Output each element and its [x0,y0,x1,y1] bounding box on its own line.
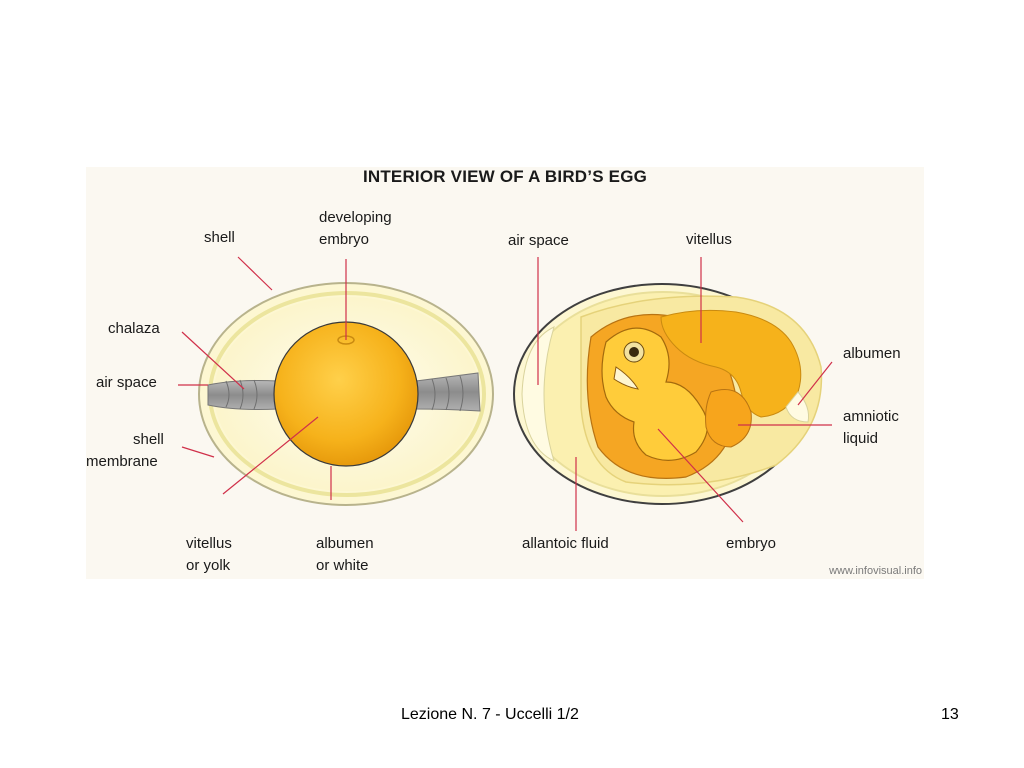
slide-number: 13 [941,706,959,723]
pointer-lines [178,256,833,531]
label-allantoic-fluid: allantoic fluid [522,535,609,552]
label-right-air-space: air space [508,232,569,249]
label-albumen-white-2: or white [316,557,369,574]
label-left-air-space: air space [96,374,157,391]
left-chalaza-right [415,372,481,412]
chalaza-twists [225,375,464,412]
label-vitellus: vitellus [686,231,732,248]
label-shell-membrane-1: shell [133,431,164,448]
label-amniotic-liquid-2: liquid [843,430,879,447]
label-shell-membrane-2: membrane [86,453,158,470]
right-air-space [521,326,555,462]
label-embryo: embryo [726,535,777,552]
right-egg [513,283,823,505]
label-shell: shell [204,229,235,246]
label-developing-embryo-2: embryo [319,231,370,248]
label-vitellus-yolk-2: or yolk [186,557,231,574]
embryo-beak [613,366,639,390]
right-vitellus [660,309,802,418]
label-albumen-white-1: albumen [316,535,374,552]
source-credit: www.infovisual.info [829,565,922,577]
figure-title: INTERIOR VIEW OF A BIRD’S EGG [362,167,648,186]
label-albumen: albumen [843,345,901,362]
embryo-body [601,327,708,461]
egg-diagram-figure: INTERIOR VIEW OF A BIRD’S EGG shell deve… [86,167,924,579]
left-egg [198,282,494,506]
embryo-pupil [629,347,639,357]
amniotic-cavity [705,389,752,448]
slide-footer: Lezione N. 7 - Uccelli 1/2 [401,706,579,723]
label-chalaza: chalaza [108,320,160,337]
label-vitellus-yolk-1: vitellus [186,535,232,552]
label-developing-embryo-1: developing [319,209,392,226]
egg-diagram-svg [178,256,833,531]
label-amniotic-liquid-1: amniotic [843,408,899,425]
